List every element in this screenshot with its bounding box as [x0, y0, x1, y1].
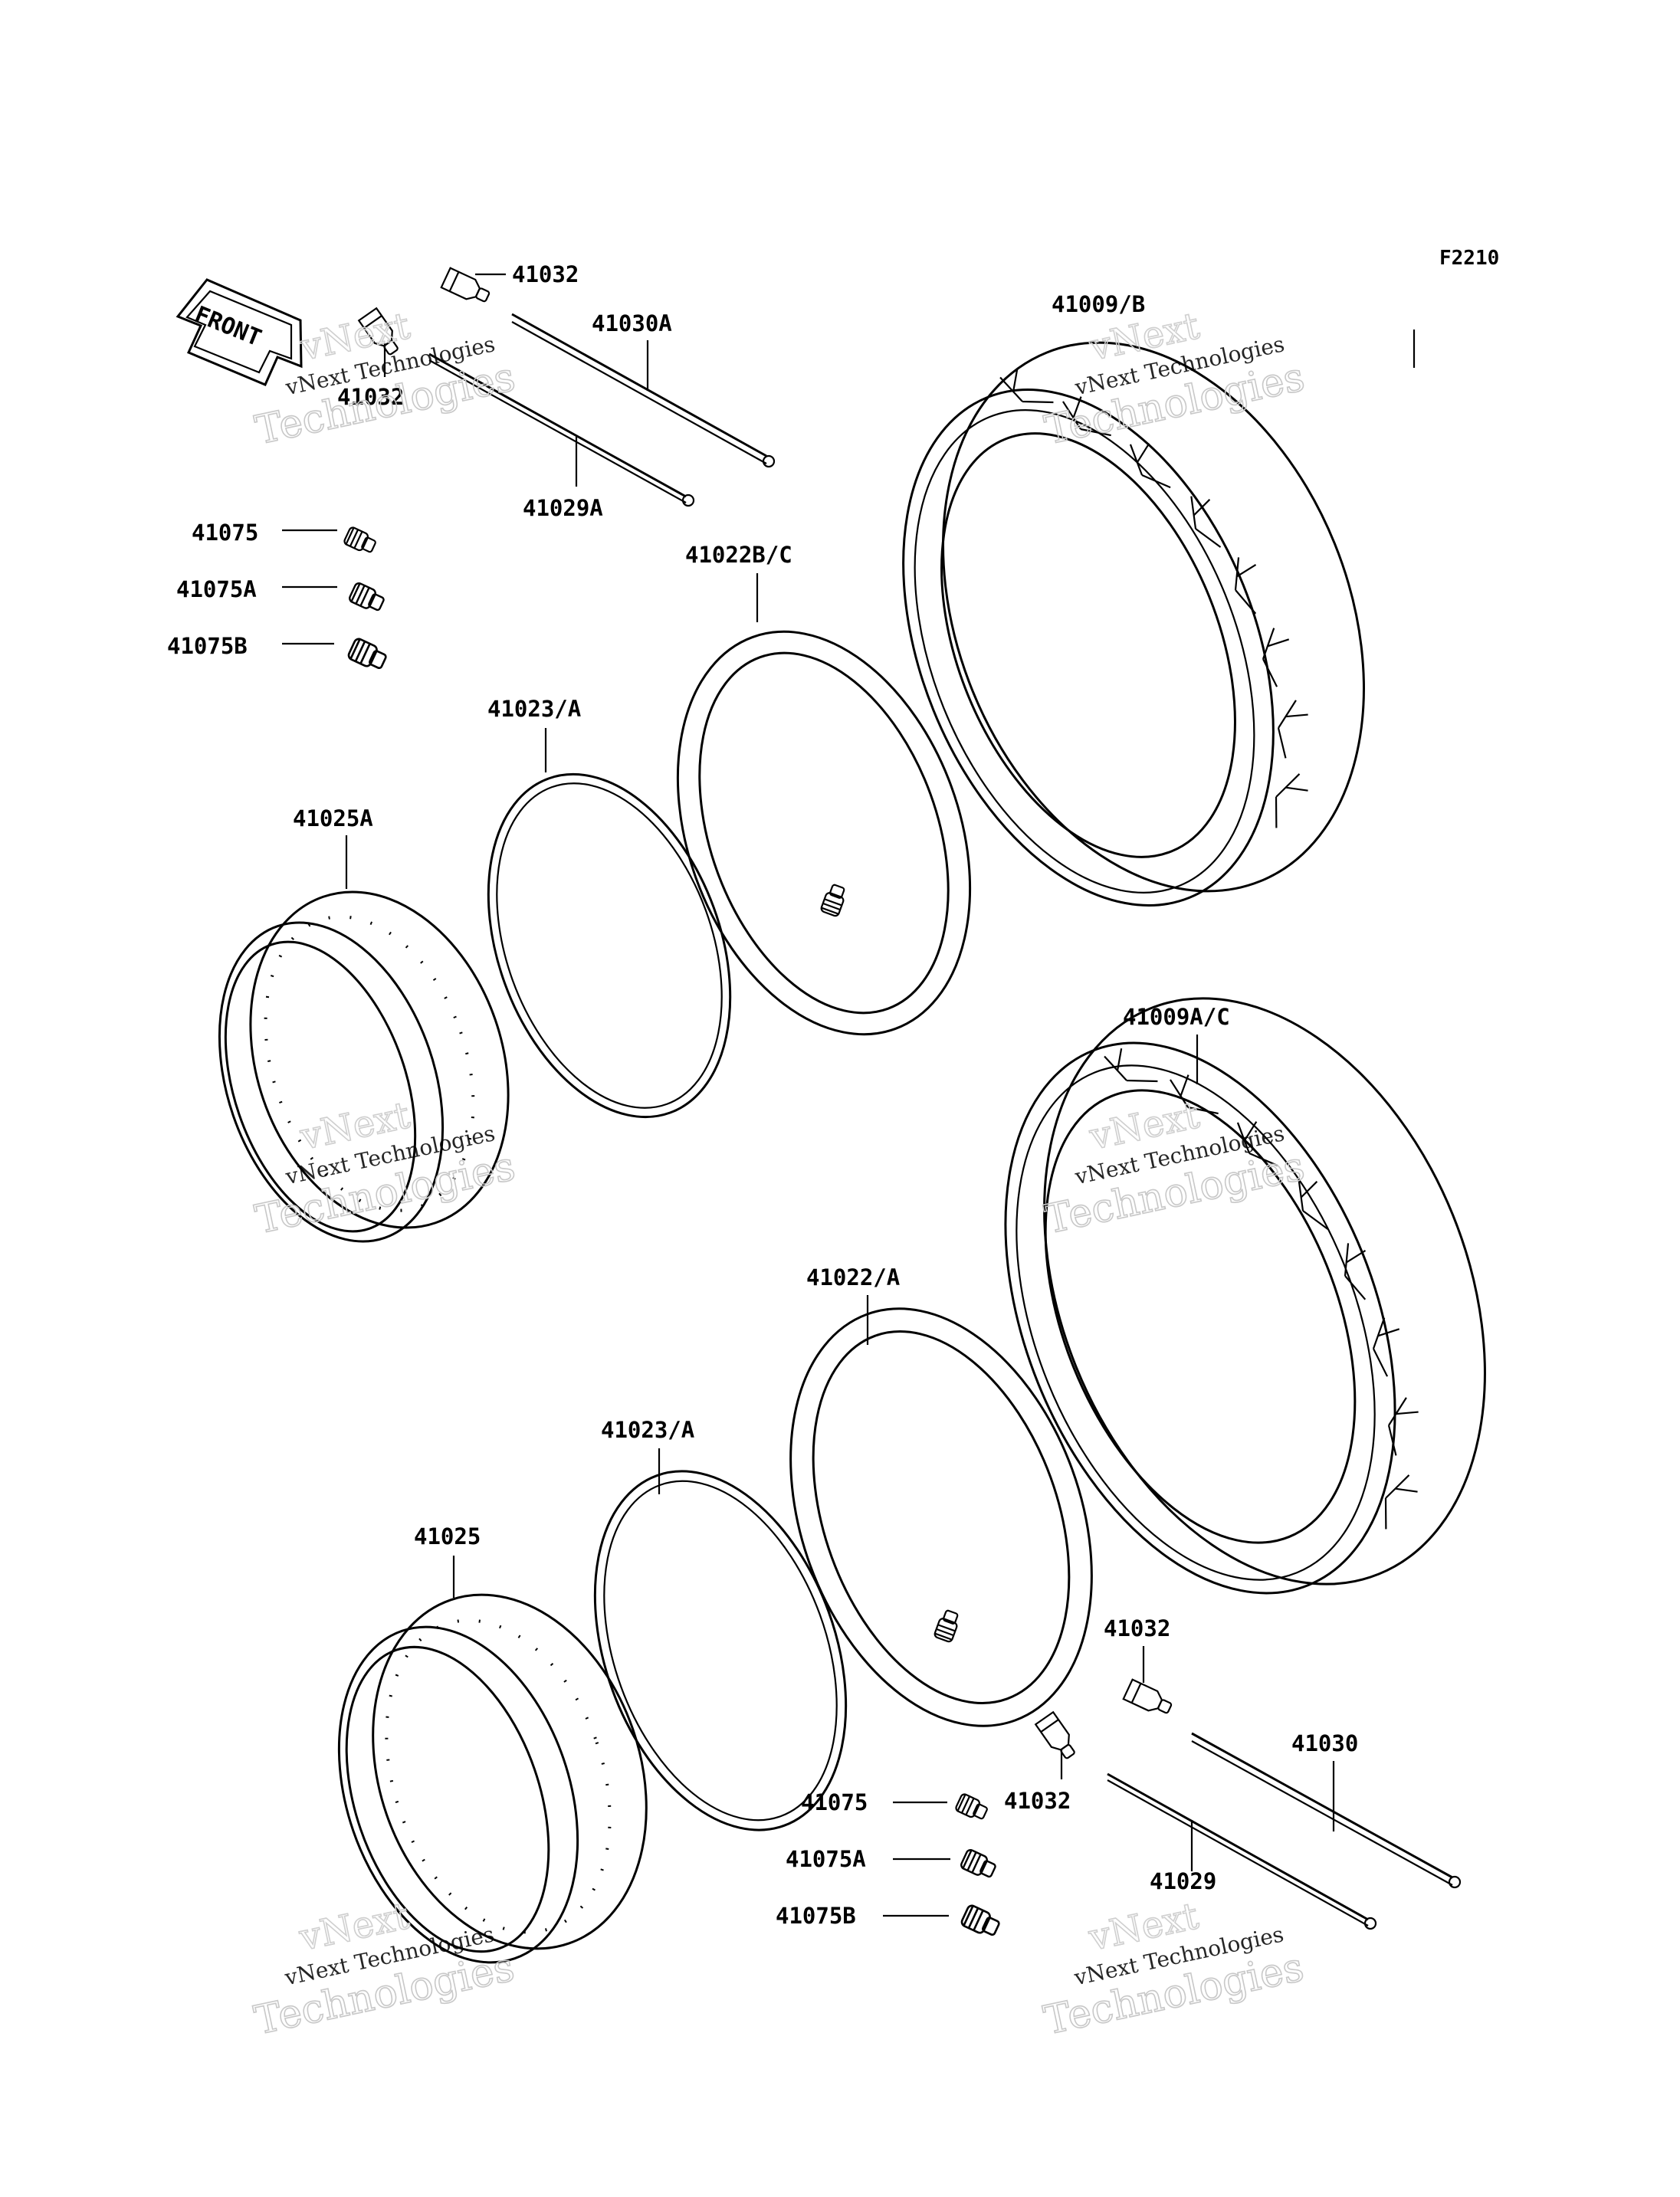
rim-41025: [337, 1593, 648, 1964]
part-41075A-bottom: [959, 1848, 999, 1882]
label-41075B-top: 41075B: [167, 633, 248, 659]
spoke-41029A: [428, 353, 695, 507]
watermark-4: vNext vNext Technologies Technologies: [1040, 1093, 1309, 1244]
spoke-41030: [1191, 1732, 1462, 1889]
label-41032-lower: 41032: [1004, 1788, 1071, 1814]
label-41075A-top: 41075A: [176, 576, 257, 602]
label-41023A-bottom: 41023/A: [601, 1417, 694, 1443]
leader-lines: [282, 273, 1416, 1917]
watermark-5: vNext vNext Technologies Technologies: [250, 1894, 519, 2045]
label-41025: 41025: [414, 1523, 481, 1549]
part-41075A-top: [347, 581, 387, 615]
rim-band-41023A-bottom: [593, 1470, 848, 1831]
part-41075B-top: [346, 636, 389, 674]
watermark-6: vNext vNext Technologies Technologies: [1039, 1894, 1308, 2045]
label-41030: 41030: [1291, 1730, 1358, 1756]
watermark-3: vNext vNext Technologies Technologies: [251, 1093, 520, 1244]
inner-tube-41022A: [789, 1307, 1093, 1727]
rim-41025A: [218, 890, 510, 1243]
label-41029A: 41029A: [523, 495, 603, 521]
inner-tube-41022BC: [676, 630, 972, 1036]
label-41009AC: 41009A/C: [1123, 1004, 1230, 1030]
tire-41009B: [902, 341, 1365, 907]
spoke-41030A: [511, 313, 776, 468]
part-41075-top: [342, 525, 379, 556]
label-41032-top: 41032: [512, 261, 579, 287]
label-41075-bottom: 41075: [801, 1789, 868, 1815]
nipple-41032-lower: [1035, 1711, 1081, 1763]
label-41075B-bottom: 41075B: [776, 1903, 856, 1929]
label-41029: 41029: [1150, 1868, 1216, 1894]
front-arrow-icon: FRONT: [176, 278, 303, 386]
label-41075A-bottom: 41075A: [786, 1846, 866, 1872]
tire-41009AC: [1004, 997, 1486, 1595]
part-41075B-bottom: [959, 1903, 1002, 1940]
label-41023A-top: 41023/A: [487, 696, 581, 722]
label-41075-top: 41075: [192, 520, 258, 546]
label-41022BC: 41022B/C: [685, 542, 792, 568]
rim-band-41023A-top: [487, 772, 732, 1119]
label-41009B: 41009/B: [1052, 291, 1145, 317]
label-41032-right: 41032: [1104, 1615, 1170, 1641]
label-41032-left: 41032: [337, 384, 404, 410]
label-41025A: 41025A: [293, 805, 373, 831]
spoke-41029: [1107, 1772, 1377, 1930]
label-41030A: 41030A: [592, 310, 672, 336]
diagram-code: F2210: [1439, 247, 1499, 270]
nipple-41032-right: [1122, 1678, 1176, 1720]
label-41022A: 41022/A: [806, 1264, 900, 1290]
part-41075-bottom: [953, 1792, 990, 1823]
